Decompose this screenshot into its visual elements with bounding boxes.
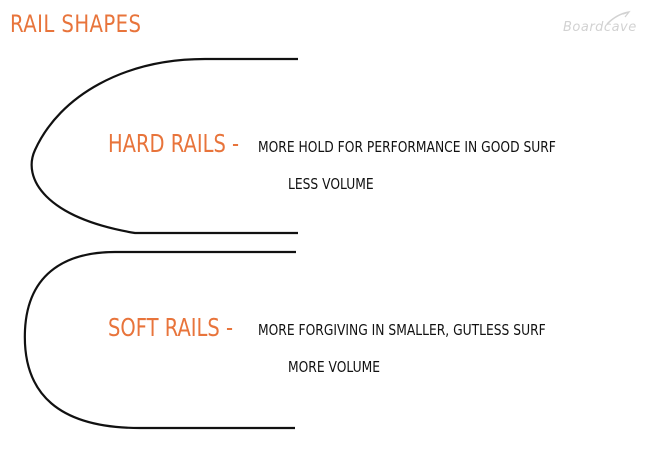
surfboard-icon xyxy=(606,10,631,25)
hard-rails-label: HARD RAILS - xyxy=(108,129,240,158)
boardcave-watermark: Boardcave xyxy=(563,10,637,46)
hard-rail-outline xyxy=(30,57,298,235)
soft-rails-description-line2: MORE VOLUME xyxy=(288,358,381,376)
page-title: RAIL SHAPES xyxy=(10,10,142,38)
watermark-text: Boardcave xyxy=(563,20,637,35)
soft-rail-outline xyxy=(23,250,296,430)
hard-rails-description-line1: MORE HOLD FOR PERFORMANCE IN GOOD SURF xyxy=(258,138,556,156)
hard-rails-description-line2: LESS VOLUME xyxy=(288,175,374,193)
soft-rails-description-line1: MORE FORGIVING IN SMALLER, GUTLESS SURF xyxy=(258,321,546,339)
soft-rails-label: SOFT RAILS - xyxy=(108,313,234,342)
